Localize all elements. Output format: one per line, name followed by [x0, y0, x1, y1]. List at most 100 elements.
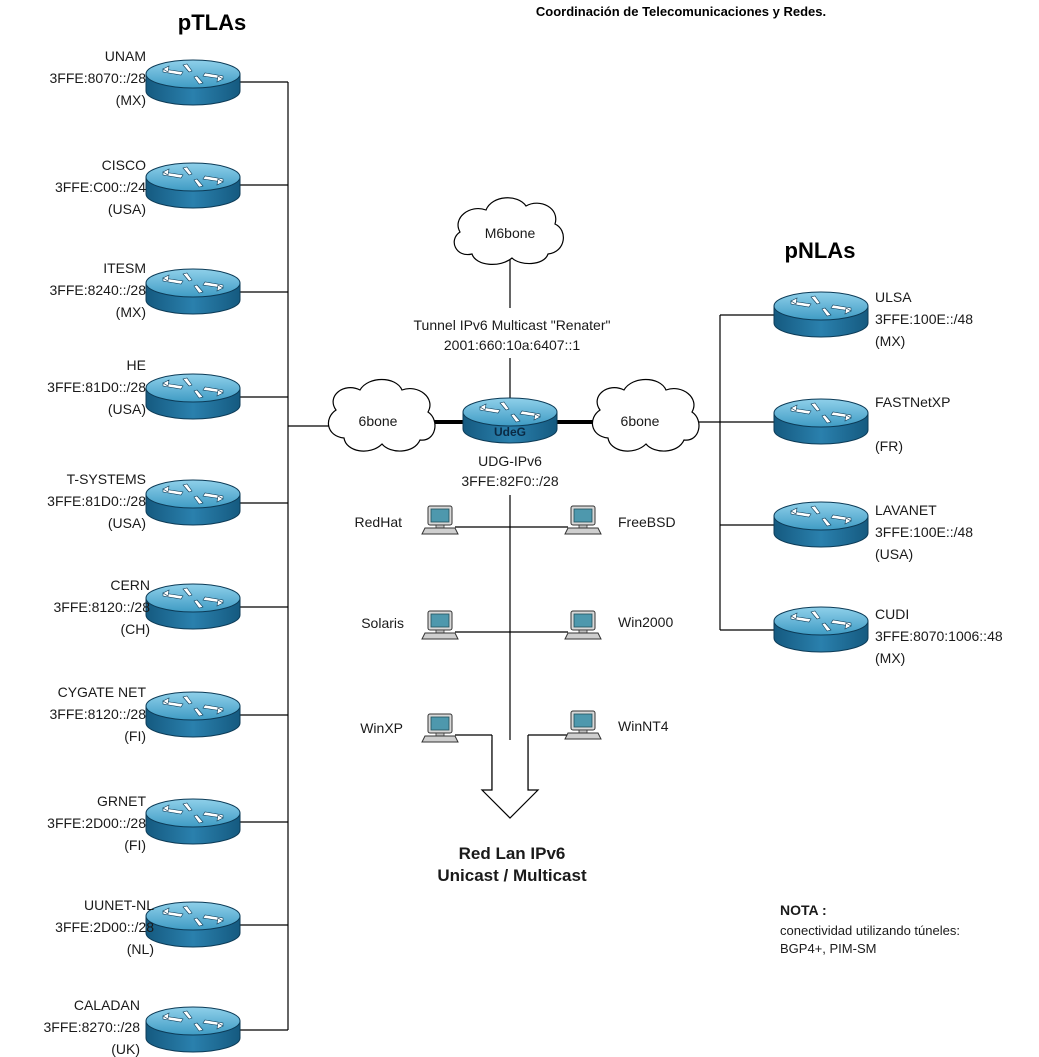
pnla-router: LAVANET 3FFE:100E::/48 (USA)	[773, 501, 973, 562]
router-name: CYGATE NET	[58, 684, 147, 700]
ptla-router: CERN 3FFE:8120::/28 (CH)	[53, 577, 241, 637]
ptla-router: CALADAN 3FFE:8270::/28 (UK)	[43, 997, 241, 1057]
right-6bone-cloud: 6bone	[591, 378, 700, 452]
host-solaris: Solaris	[361, 610, 459, 640]
ptla-router: ITESM 3FFE:8240::/28 (MX)	[49, 260, 241, 320]
tunnel-address: 2001:660:10a:6407::1	[444, 337, 580, 353]
router-name: HE	[127, 357, 146, 373]
lan-arrow	[480, 740, 540, 819]
host-label: FreeBSD	[618, 514, 676, 530]
router-prefix: 3FFE:2D00::/28	[55, 919, 154, 935]
router-prefix: 3FFE:8270::/28	[43, 1019, 140, 1035]
ptla-router: UNAM 3FFE:8070::/28 (MX)	[49, 48, 241, 108]
ptla-router: GRNET 3FFE:2D00::/28 (FI)	[47, 793, 241, 853]
router-country: (NL)	[127, 941, 154, 957]
ptla-router: T-SYSTEMS 3FFE:81D0::/28 (USA)	[47, 471, 241, 531]
router-name: CERN	[110, 577, 150, 593]
router-icon	[145, 479, 241, 526]
router-prefix: 3FFE:8240::/28	[49, 282, 146, 298]
router-icon	[773, 291, 869, 338]
router-country: (USA)	[108, 201, 146, 217]
router-name: FASTNetXP	[875, 394, 950, 410]
m6bone-label: M6bone	[485, 225, 536, 241]
router-name: ITESM	[103, 260, 146, 276]
host-freebsd: FreeBSD	[564, 505, 676, 535]
host-win2000: Win2000	[564, 610, 673, 640]
left-6bone-label: 6bone	[359, 413, 398, 429]
host-label: Solaris	[361, 615, 404, 631]
router-name: UUNET-NL	[84, 897, 154, 913]
router-icon	[773, 501, 869, 548]
computer-icon	[421, 713, 459, 743]
computer-icon	[421, 505, 459, 535]
note-line2: BGP4+, PIM-SM	[780, 941, 876, 956]
router-prefix: 3FFE:8070:1006::48	[875, 628, 1003, 644]
tunnel-label: Tunnel IPv6 Multicast "Renater"	[414, 317, 611, 333]
router-icon	[145, 373, 241, 420]
udeg-router-name: UDG-IPv6	[478, 453, 542, 469]
ptla-router: CYGATE NET 3FFE:8120::/28 (FI)	[49, 684, 241, 744]
header-title: Coordinación de Telecomunicaciones y Red…	[536, 4, 826, 19]
router-country: (MX)	[875, 650, 905, 666]
pnlas-heading: pNLAs	[785, 238, 856, 263]
router-country: (CH)	[120, 621, 150, 637]
router-prefix: 3FFE:81D0::/28	[47, 493, 146, 509]
note-title: NOTA :	[780, 902, 827, 918]
router-icon	[145, 162, 241, 209]
router-country: (USA)	[108, 515, 146, 531]
router-country: (MX)	[116, 92, 146, 108]
left-6bone-cloud: 6bone	[327, 378, 436, 452]
router-prefix: 3FFE:C00::/24	[55, 179, 146, 195]
router-country: (USA)	[875, 546, 913, 562]
pnla-router: CUDI 3FFE:8070:1006::48 (MX)	[773, 606, 1003, 666]
m6bone-cloud: M6bone	[453, 197, 564, 265]
router-prefix: 3FFE:8120::/28	[49, 706, 146, 722]
host-label: WinXP	[360, 720, 403, 736]
router-country: (FI)	[124, 837, 146, 853]
router-icon	[773, 606, 869, 653]
router-prefix: 3FFE:100E::/48	[875, 524, 973, 540]
router-prefix: 3FFE:2D00::/28	[47, 815, 146, 831]
router-icon	[145, 59, 241, 106]
router-name: T-SYSTEMS	[67, 471, 146, 487]
router-name: CISCO	[102, 157, 146, 173]
udeg-router: UdeG	[462, 397, 558, 444]
pnla-router: ULSA 3FFE:100E::/48 (MX)	[773, 289, 973, 349]
pnla-connections	[695, 314, 775, 631]
host-winnt4: WinNT4	[564, 710, 669, 740]
router-icon	[145, 691, 241, 738]
router-icon	[145, 901, 241, 948]
router-name: LAVANET	[875, 502, 937, 518]
udeg-router-prefix: 3FFE:82F0::/28	[461, 473, 558, 489]
router-name: UNAM	[105, 48, 146, 64]
router-name: CUDI	[875, 606, 909, 622]
ptlas-heading: pTLAs	[178, 10, 246, 35]
ptla-connections	[240, 81, 330, 1031]
router-icon	[773, 398, 869, 445]
computer-icon	[421, 610, 459, 640]
router-prefix: 3FFE:8070::/28	[49, 70, 146, 86]
computer-icon	[564, 505, 602, 535]
computer-icon	[564, 710, 602, 740]
router-icon	[145, 798, 241, 845]
ptla-router: CISCO 3FFE:C00::/24 (USA)	[55, 157, 241, 217]
ptla-router: HE 3FFE:81D0::/28 (USA)	[47, 357, 241, 420]
router-country: (MX)	[875, 333, 905, 349]
ptla-router: UUNET-NL 3FFE:2D00::/28 (NL)	[55, 897, 241, 957]
pnla-router: FASTNetXP (FR)	[773, 394, 950, 454]
note-line1: conectividad utilizando túneles:	[780, 923, 960, 938]
lan-title: Red Lan IPv6	[459, 844, 566, 863]
router-prefix: 3FFE:8120::/28	[53, 599, 150, 615]
right-6bone-label: 6bone	[621, 413, 660, 429]
router-name: GRNET	[97, 793, 146, 809]
host-label: Win2000	[618, 614, 673, 630]
udeg-router-label: UdeG	[494, 425, 526, 439]
router-country: (FR)	[875, 438, 903, 454]
router-country: (MX)	[116, 304, 146, 320]
host-label: RedHat	[355, 514, 403, 530]
router-country: (FI)	[124, 728, 146, 744]
router-country: (USA)	[108, 401, 146, 417]
router-name: CALADAN	[74, 997, 140, 1013]
router-prefix: 3FFE:81D0::/28	[47, 379, 146, 395]
